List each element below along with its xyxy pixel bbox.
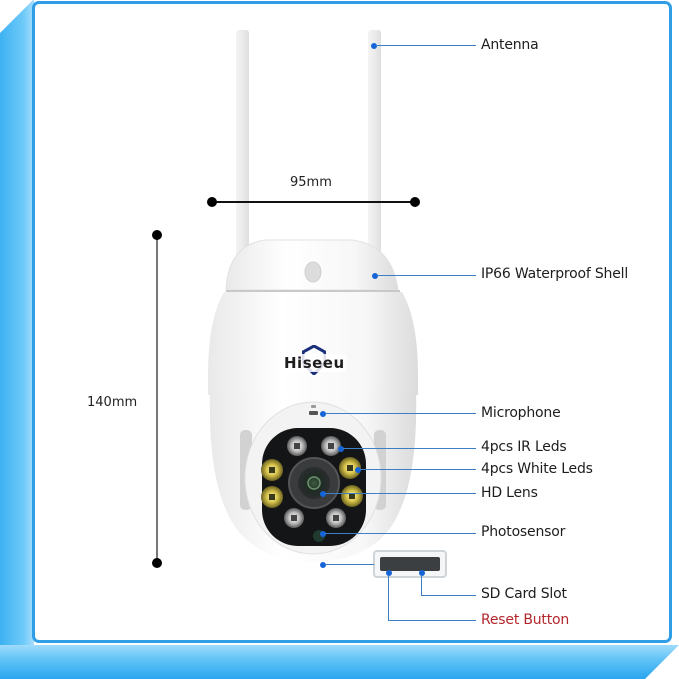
height-dimension-line — [156, 236, 158, 562]
height-dimension-start — [152, 230, 162, 240]
callout-photosensor: Photosensor — [481, 524, 566, 540]
callout-dot-microphone — [320, 411, 326, 417]
callout-dot-hd-lens — [320, 491, 326, 497]
callout-ir-leds: 4pcs IR Leds — [481, 439, 567, 455]
callout-white-leds: 4pcs White Leds — [481, 461, 593, 477]
callout-reset-button: Reset Button — [481, 612, 570, 628]
callout-dot-shell — [372, 273, 378, 279]
brand-logo: Hiseeu — [283, 345, 346, 381]
microphone — [309, 411, 318, 415]
callout-sd-card-slot: SD Card Slot — [481, 586, 567, 602]
sd-card-slot-box — [373, 550, 447, 578]
brand-name: Hiseeu — [283, 354, 346, 372]
callout-dot-white-leds — [355, 467, 361, 473]
height-dimension-end — [152, 558, 162, 568]
callout-dot-reset — [386, 570, 392, 576]
width-dimension-end — [410, 197, 420, 207]
shield-icon — [302, 345, 326, 375]
callout-waterproof-shell: IP66 Waterproof Shell — [481, 266, 629, 282]
callout-hd-lens: HD Lens — [481, 485, 538, 501]
width-dimension-start — [207, 197, 217, 207]
width-dimension-label: 95mm — [290, 175, 332, 190]
frame-left-strip — [0, 0, 34, 679]
callout-dot-sd-card — [419, 570, 425, 576]
antenna-left — [236, 30, 249, 275]
callout-dot-ir-leds — [338, 446, 344, 452]
frame-bottom-strip — [0, 645, 679, 679]
antenna-right — [368, 30, 381, 275]
callout-microphone: Microphone — [481, 405, 561, 421]
callout-antenna: Antenna — [481, 37, 539, 53]
width-dimension-line — [212, 201, 415, 203]
callout-dot-antenna — [371, 43, 377, 49]
height-dimension-label: 140mm — [87, 395, 138, 410]
callout-dot-photosensor — [320, 531, 326, 537]
callout-dot-sd-box — [320, 562, 326, 568]
